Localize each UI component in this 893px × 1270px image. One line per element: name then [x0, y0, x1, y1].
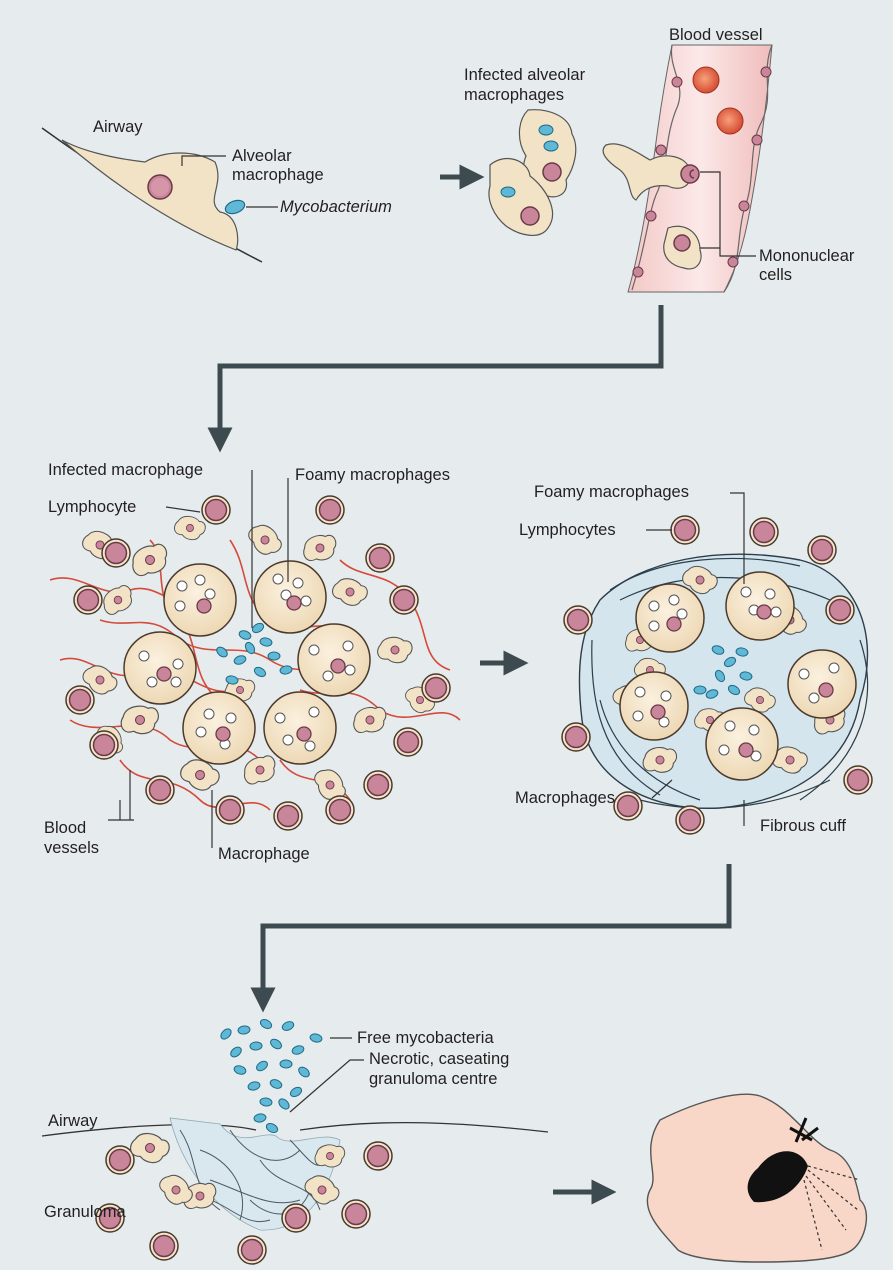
- label-mycobacterium: Mycobacterium: [280, 198, 392, 217]
- mycobacterium-icon: [280, 1060, 292, 1068]
- label-blood-vessels: Blood: [44, 819, 86, 838]
- mycobacterium-icon: [219, 1027, 233, 1041]
- mycobacterium-icon: [215, 645, 229, 659]
- mycobacterium-icon: [224, 198, 247, 216]
- label-airway-bottom: Airway: [48, 1112, 98, 1131]
- red-blood-cell: [693, 67, 719, 93]
- label-fibrous-cuff: Fibrous cuff: [760, 817, 846, 836]
- mycobacterium-icon: [259, 1018, 273, 1031]
- label-macrophages: Macrophages: [515, 789, 615, 808]
- mycobacterium-icon: [229, 1045, 243, 1059]
- label-mononuclear-cells: cells: [759, 266, 792, 285]
- mycobacterium-icon: [309, 1033, 322, 1043]
- cough-figure-icon: [647, 1094, 866, 1262]
- mycobacterium-icon: [247, 1081, 261, 1092]
- label-macrophage: Macrophage: [218, 845, 310, 864]
- mycobacterium-icon: [260, 1097, 273, 1106]
- macrophage: [173, 514, 207, 542]
- mycobacterium-icon: [269, 1037, 283, 1050]
- label-lymphocytes: Lymphocytes: [519, 521, 616, 540]
- macrophage: [129, 1131, 172, 1165]
- label-blood-vessel: Blood vessel: [669, 26, 763, 45]
- mycobacterium-icon: [265, 1122, 279, 1135]
- label-infected-alveolar-macrophages: macrophages: [464, 86, 564, 105]
- macrophage: [126, 538, 173, 582]
- macrophage: [239, 750, 281, 789]
- mycobacterium-icon: [225, 675, 238, 685]
- red-blood-cell: [717, 108, 743, 134]
- macrophage: [299, 530, 340, 566]
- label-lymphocyte: Lymphocyte: [48, 498, 136, 517]
- label-infected-macrophage: Infected macrophage: [48, 461, 203, 480]
- label-free-mycobacteria: Free mycobacteria: [357, 1029, 494, 1048]
- macrophage: [98, 580, 138, 619]
- macrophage: [330, 575, 370, 608]
- mycobacterium-icon: [268, 652, 280, 660]
- label-alveolar-macrophage: Alveolar: [232, 147, 292, 166]
- label-granuloma: Granuloma: [44, 1203, 126, 1222]
- label-airway-top: Airway: [93, 118, 143, 137]
- mycobacterium-icon: [269, 1078, 283, 1090]
- mycobacterium-icon: [277, 1097, 291, 1111]
- mycobacterium-icon: [251, 622, 265, 635]
- early-granuloma-group: [50, 496, 460, 830]
- mycobacterium-icon: [259, 637, 272, 647]
- macrophage: [244, 519, 287, 561]
- mycobacterium-icon: [253, 1113, 266, 1123]
- label-blood-vessels: vessels: [44, 839, 99, 858]
- infected-macrophages-group: [489, 110, 576, 236]
- process-arrow-icon: [263, 864, 729, 1000]
- mycobacterium-icon: [233, 1064, 247, 1075]
- macrophage: [378, 637, 412, 662]
- blood-vessel-group: [603, 45, 772, 292]
- label-necrotic-centre: granuloma centre: [369, 1070, 497, 1089]
- mycobacterium-icon: [233, 654, 247, 666]
- mycobacterium-icon: [250, 1042, 262, 1051]
- label-foamy-macrophages-right: Foamy macrophages: [534, 483, 689, 502]
- process-arrow-icon: [220, 305, 661, 440]
- mycobacterium-icon: [694, 686, 706, 694]
- mycobacterium-icon: [255, 1059, 269, 1072]
- macrophage: [349, 702, 390, 738]
- mycobacterium-icon: [291, 1044, 305, 1055]
- label-infected-alveolar-macrophages: Infected alveolar: [464, 66, 585, 85]
- label-alveolar-macrophage: macrophage: [232, 166, 324, 185]
- mycobacterium-icon: [289, 1086, 303, 1099]
- mycobacterium-icon: [238, 1025, 251, 1035]
- mycobacterium-icon: [238, 629, 252, 641]
- label-necrotic-centre: Necrotic, caseating: [369, 1050, 509, 1069]
- label-foamy-macrophages-left: Foamy macrophages: [295, 466, 450, 485]
- mycobacterium-icon: [253, 666, 267, 679]
- mycobacterium-icon: [297, 1065, 311, 1079]
- mycobacterium-icon: [281, 1020, 295, 1032]
- mature-granuloma-group: [562, 516, 872, 834]
- macrophage: [119, 703, 162, 737]
- label-mononuclear-cells: Mononuclear: [759, 247, 854, 266]
